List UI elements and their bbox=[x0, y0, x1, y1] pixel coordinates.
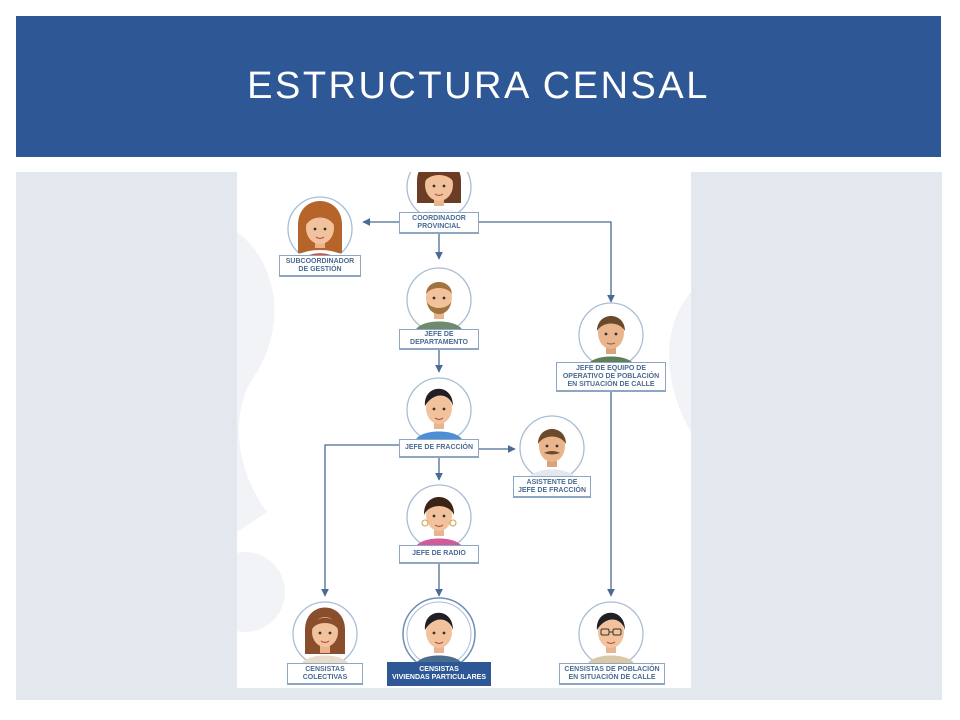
label-jefe-fraccion: JEFE DE FRACCIÓN bbox=[399, 439, 479, 458]
label-line: JEFE DE bbox=[424, 331, 454, 338]
avatar-subcoordinador bbox=[287, 196, 353, 262]
slide-title: ESTRUCTURA CENSAL bbox=[247, 65, 710, 107]
org-chart-graphics bbox=[237, 172, 691, 671]
label-line: EN SITUACIÓN DE CALLE bbox=[568, 673, 656, 681]
label-line: CENSISTAS DE POBLACIÓN bbox=[564, 665, 660, 673]
label-line: JEFE DE EQUIPO DE bbox=[575, 364, 647, 372]
label-line: JEFE DE RADIO bbox=[412, 550, 466, 557]
avatar-censistas-calle bbox=[578, 601, 644, 667]
avatar-asistente bbox=[519, 415, 585, 481]
label-line: CENSISTAS bbox=[419, 665, 459, 673]
label-line: SUBCOORDINADOR bbox=[285, 257, 355, 265]
label-line: DE GESTIÓN bbox=[298, 265, 342, 273]
connector-coord-jefe-equipo bbox=[479, 221, 615, 303]
label-line: OPERATIVO DE POBLACIÓN bbox=[562, 372, 660, 380]
avatar-jefe-radio bbox=[406, 484, 472, 550]
title-bar: ESTRUCTURA CENSAL bbox=[16, 16, 941, 157]
avatar-censistas-viviendas bbox=[402, 597, 476, 671]
label-jefe-radio: JEFE DE RADIO bbox=[399, 545, 479, 564]
avatar-jefe-equipo bbox=[578, 302, 644, 368]
label-line: CENSISTAS bbox=[305, 665, 345, 673]
connectors bbox=[321, 218, 615, 597]
background-decoration bbox=[237, 232, 691, 632]
avatar-jefe-fraccion bbox=[406, 377, 472, 443]
label-line: EN SITUACIÓN DE CALLE bbox=[567, 380, 655, 388]
label-line: ASISTENTE DE bbox=[526, 478, 578, 486]
label-line: JEFE DE FRACCIÓN bbox=[517, 486, 587, 494]
label-line: PROVINCIAL bbox=[417, 222, 461, 230]
label-line: COORDINADOR bbox=[412, 214, 466, 222]
label-line: DEPARTAMENTO bbox=[410, 339, 468, 346]
label-line: COLECTIVAS bbox=[302, 673, 348, 681]
connector-fraccion-colectivas bbox=[321, 444, 399, 597]
avatar-jefe-departamento bbox=[406, 267, 472, 333]
label-line: VIVIENDAS PARTICULARES bbox=[392, 673, 486, 681]
label-line: JEFE DE FRACCIÓN bbox=[404, 444, 474, 451]
avatar-censistas-colectivas bbox=[292, 601, 358, 667]
